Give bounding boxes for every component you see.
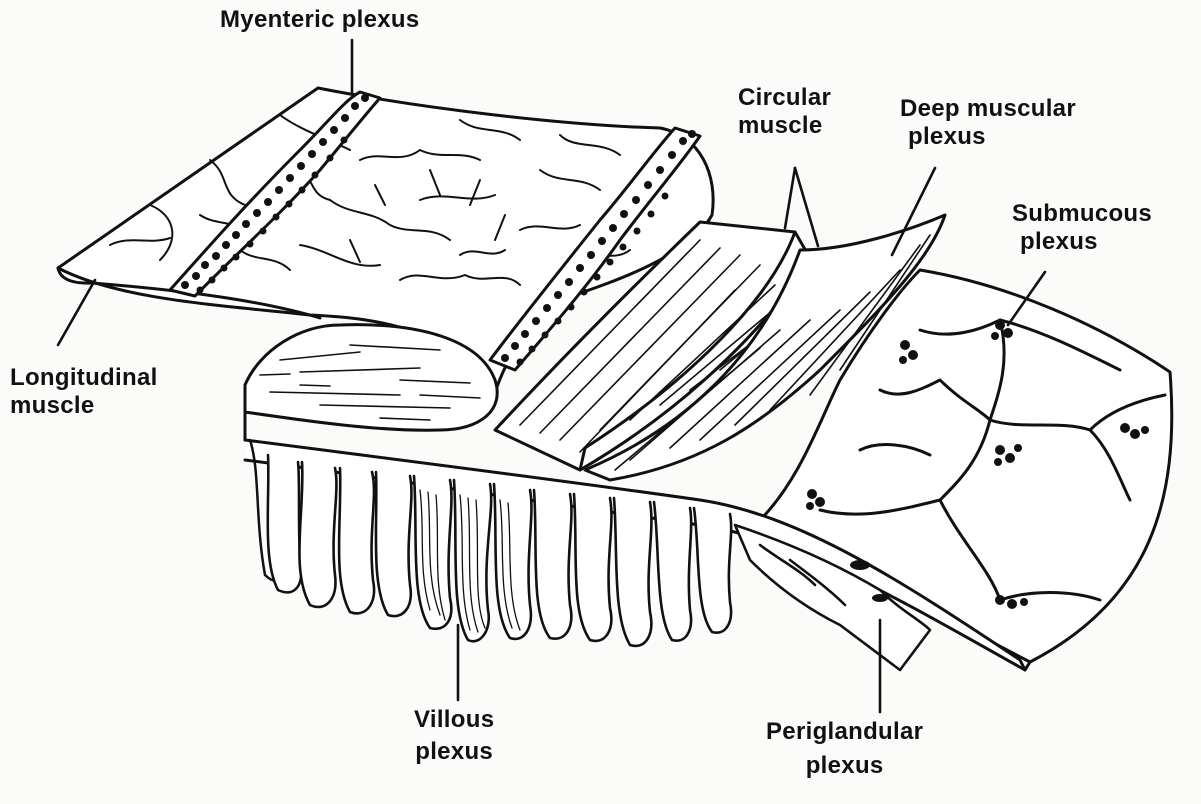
- circular-muscle-line-1: Circular: [738, 84, 831, 112]
- circular-muscle-label: Circular muscle: [738, 84, 831, 140]
- deep-muscular-plexus-label: Deep muscular plexus: [900, 95, 1076, 151]
- submucous-line-2: plexus: [1020, 228, 1152, 256]
- submucous-line-1: Submucous: [1012, 200, 1152, 228]
- deep-muscular-line-1: Deep muscular: [900, 95, 1076, 123]
- villous-line-2: plexus: [414, 738, 494, 766]
- longitudinal-muscle-label: Longitudinal muscle: [10, 364, 158, 420]
- periglandular-line-2: plexus: [766, 752, 923, 780]
- periglandular-plexus-label: Periglandular plexus: [766, 718, 923, 780]
- villous-plexus-label: Villous plexus: [414, 706, 494, 766]
- villous-line-1: Villous: [414, 706, 494, 734]
- deep-muscular-line-2: plexus: [908, 123, 1076, 151]
- leader-longitudinal: [58, 280, 95, 345]
- submucous-plexus-label: Submucous plexus: [1012, 200, 1152, 256]
- circular-muscle-line-2: muscle: [738, 112, 831, 140]
- leader-circular-b: [795, 168, 818, 246]
- longitudinal-line-2: muscle: [10, 392, 158, 420]
- periglandular-line-1: Periglandular: [766, 718, 923, 746]
- myenteric-plexus-label: Myenteric plexus: [220, 6, 420, 34]
- longitudinal-line-1: Longitudinal: [10, 364, 158, 392]
- leader-circular-a: [785, 168, 795, 228]
